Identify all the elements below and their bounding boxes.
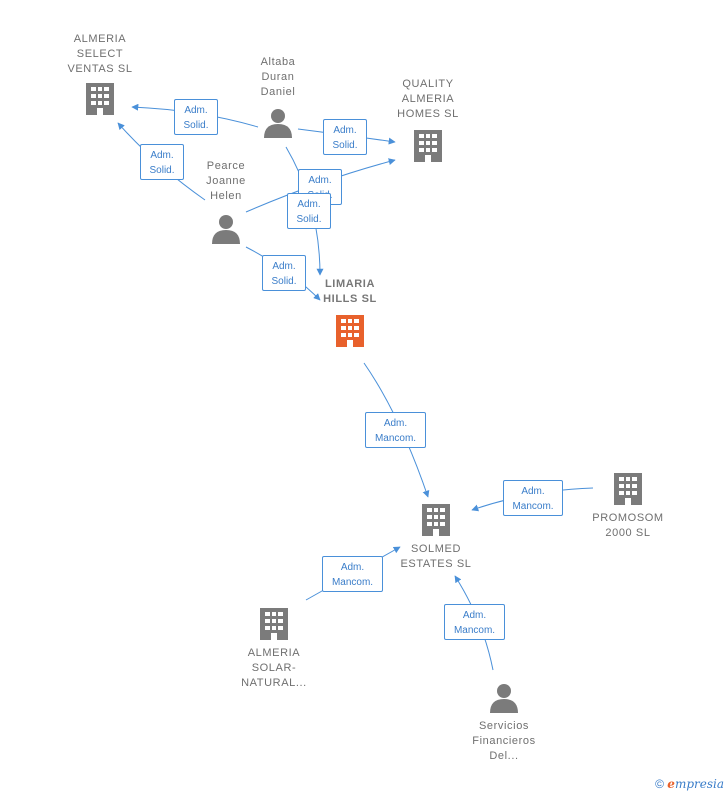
person-icon bbox=[264, 109, 292, 138]
copyright-symbol: © bbox=[655, 777, 664, 791]
node-label: PROMOSOM 2000 SL bbox=[592, 512, 664, 539]
node-label: QUALITY ALMERIA HOMES SL bbox=[397, 78, 459, 120]
node-label: Pearce Joanne Helen bbox=[206, 160, 246, 202]
node-promosom-2000[interactable]: PROMOSOM 2000 SL bbox=[582, 471, 674, 541]
relation-badge-pearce-select[interactable]: Adm. Solid. bbox=[140, 144, 184, 180]
building-icon bbox=[336, 315, 364, 347]
brand-initial: e bbox=[667, 777, 675, 791]
relation-badge-pearce-limaria[interactable]: Adm. Solid. bbox=[262, 255, 306, 291]
node-solmed-estates[interactable]: SOLMED ESTATES SL bbox=[390, 502, 482, 572]
person-icon bbox=[490, 684, 518, 713]
relation-badge-altaba-limaria[interactable]: Adm. Solid. bbox=[287, 193, 331, 229]
relation-badge-altaba-select[interactable]: Adm. Solid. bbox=[174, 99, 218, 135]
brand-rest: mpresia bbox=[674, 777, 724, 791]
building-icon bbox=[414, 130, 442, 162]
node-pearce-joanne-helen[interactable]: Pearce Joanne Helen bbox=[192, 159, 260, 244]
relation-badge-altaba-quality[interactable]: Adm. Solid. bbox=[323, 119, 367, 155]
empresia-watermark: © empresia bbox=[655, 777, 724, 791]
node-limaria-hills[interactable]: LIMARIA HILLS SL bbox=[304, 277, 396, 349]
node-label: SOLMED ESTATES SL bbox=[400, 543, 472, 570]
building-icon bbox=[86, 83, 114, 115]
node-almeria-select-ventas[interactable]: ALMERIA SELECT VENTAS SL bbox=[54, 32, 146, 117]
node-altaba-duran-daniel[interactable]: Altaba Duran Daniel bbox=[244, 55, 312, 138]
node-label: Servicios Financieros Del... bbox=[472, 720, 536, 762]
relation-badge-servicios-solmed[interactable]: Adm. Mancom. bbox=[444, 604, 505, 640]
empresia-logo: empresia bbox=[667, 777, 724, 791]
relation-badge-solar-solmed[interactable]: Adm. Mancom. bbox=[322, 556, 383, 592]
node-label: Altaba Duran Daniel bbox=[260, 56, 296, 98]
node-quality-almeria-homes[interactable]: QUALITY ALMERIA HOMES SL bbox=[382, 77, 474, 164]
person-icon bbox=[212, 215, 240, 244]
node-label: ALMERIA SOLAR- NATURAL... bbox=[241, 647, 307, 689]
node-servicios-financieros[interactable]: Servicios Financieros Del... bbox=[458, 683, 550, 764]
node-almeria-solar-natural[interactable]: ALMERIA SOLAR- NATURAL... bbox=[228, 606, 320, 691]
building-icon bbox=[422, 504, 450, 536]
building-icon bbox=[260, 608, 288, 640]
node-label: ALMERIA SELECT VENTAS SL bbox=[67, 33, 133, 75]
building-icon bbox=[614, 473, 642, 505]
relation-badge-promosom-solmed[interactable]: Adm. Mancom. bbox=[503, 480, 563, 516]
node-label: LIMARIA HILLS SL bbox=[323, 278, 377, 305]
relation-badge-limaria-solmed[interactable]: Adm. Mancom. bbox=[365, 412, 426, 448]
